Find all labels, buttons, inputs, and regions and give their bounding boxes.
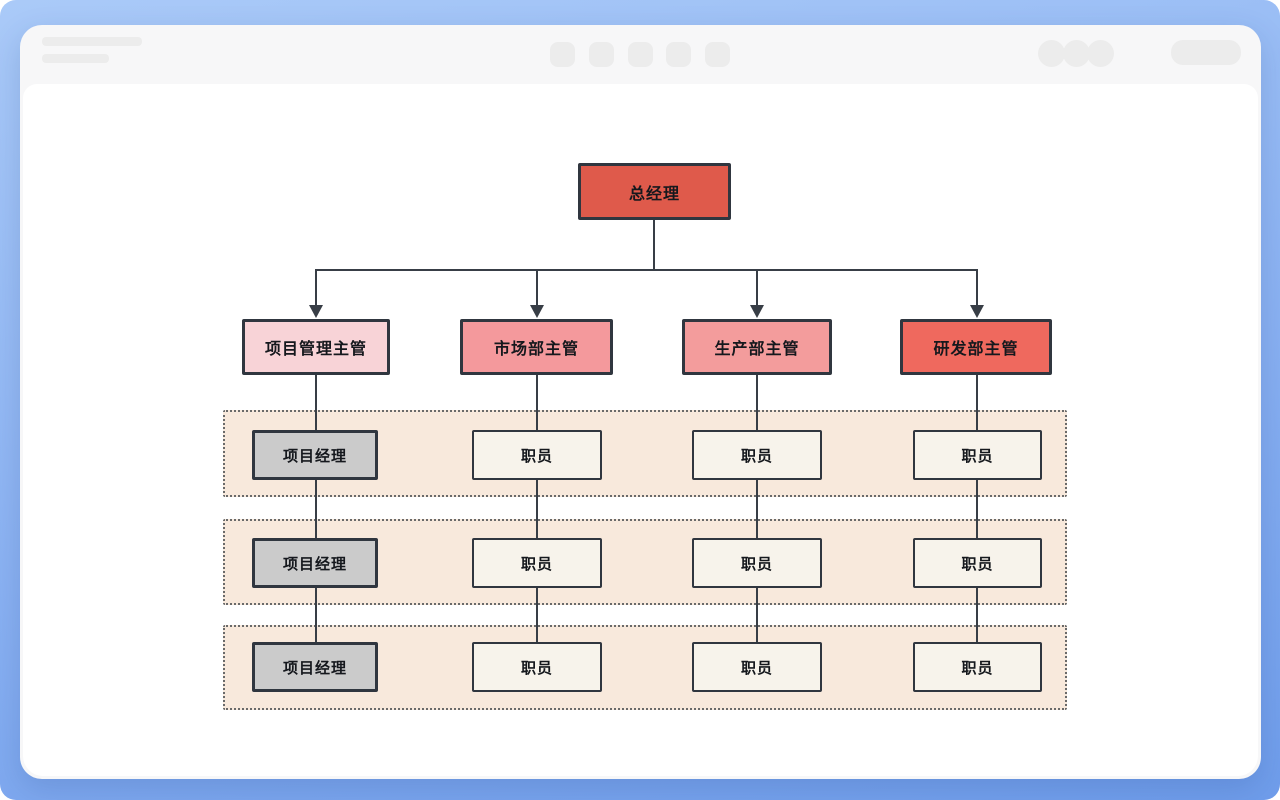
connector-drop [536, 269, 538, 306]
org-node-project-manager[interactable]: 项目经理 [252, 538, 378, 588]
toolbar-button-placeholder[interactable] [589, 42, 614, 67]
connector-drop [315, 269, 317, 306]
org-node-staff[interactable]: 职员 [913, 538, 1042, 588]
titlebar-circle-placeholder[interactable] [1087, 40, 1114, 67]
org-node-department-head[interactable]: 生产部主管 [682, 319, 832, 375]
arrowhead-down-icon [309, 305, 323, 318]
connector-drop [976, 269, 978, 306]
titlebar-circle-placeholder[interactable] [1038, 40, 1065, 67]
connector-column-line [536, 375, 538, 642]
toolbar-button-placeholder[interactable] [666, 42, 691, 67]
toolbar-button-placeholder[interactable] [628, 42, 653, 67]
connector-horizontal-bar [315, 269, 977, 271]
arrowhead-down-icon [970, 305, 984, 318]
org-node-staff[interactable]: 职员 [692, 430, 822, 480]
org-node-staff[interactable]: 职员 [913, 430, 1042, 480]
connector-drop [756, 269, 758, 306]
org-node-department-head[interactable]: 项目管理主管 [242, 319, 390, 375]
connector-root-stem [653, 220, 655, 270]
toolbar-button-placeholder[interactable] [550, 42, 575, 67]
org-node-department-head[interactable]: 研发部主管 [900, 319, 1052, 375]
window-subtitle-placeholder [42, 54, 109, 63]
org-node-general-manager[interactable]: 总经理 [578, 163, 731, 220]
connector-column-line [315, 375, 317, 642]
org-node-staff[interactable]: 职员 [472, 642, 602, 692]
org-node-staff[interactable]: 职员 [472, 538, 602, 588]
arrowhead-down-icon [530, 305, 544, 318]
titlebar-action-placeholder[interactable] [1171, 40, 1241, 65]
org-node-staff[interactable]: 职员 [913, 642, 1042, 692]
org-node-staff[interactable]: 职员 [692, 642, 822, 692]
arrowhead-down-icon [750, 305, 764, 318]
org-node-project-manager[interactable]: 项目经理 [252, 642, 378, 692]
connector-column-line [756, 375, 758, 642]
titlebar-circle-placeholder[interactable] [1063, 40, 1090, 67]
connector-column-line [976, 375, 978, 642]
org-node-staff[interactable]: 职员 [692, 538, 822, 588]
toolbar-button-placeholder[interactable] [705, 42, 730, 67]
window-title-placeholder [42, 37, 142, 46]
org-node-project-manager[interactable]: 项目经理 [252, 430, 378, 480]
org-node-staff[interactable]: 职员 [472, 430, 602, 480]
org-node-department-head[interactable]: 市场部主管 [460, 319, 613, 375]
